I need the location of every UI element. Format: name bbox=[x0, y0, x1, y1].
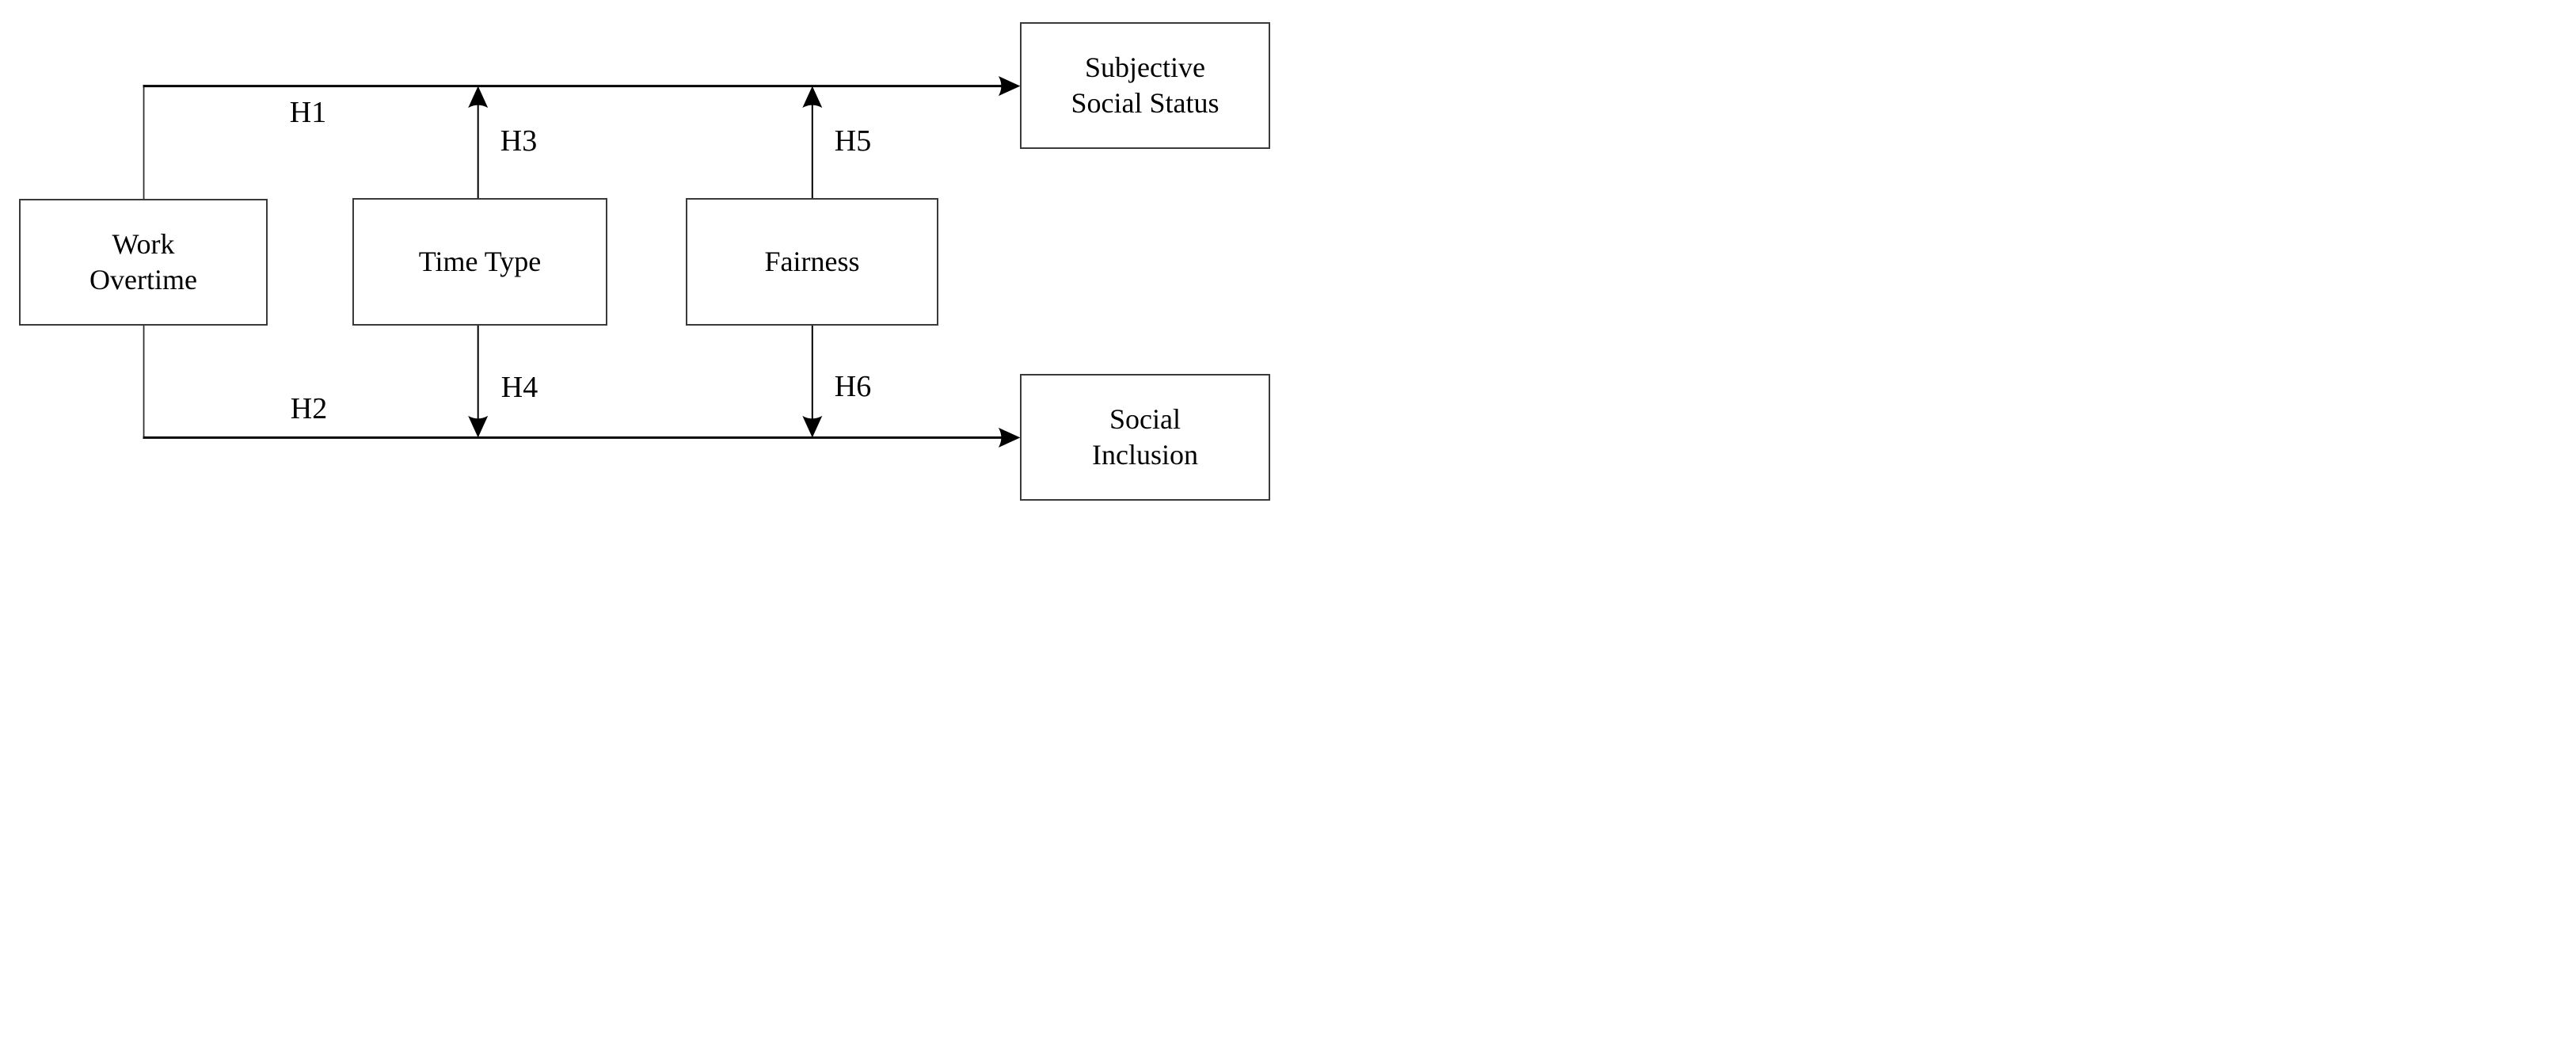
edge-label-h4: H4 bbox=[500, 371, 538, 404]
node-label-line: Work bbox=[112, 227, 175, 260]
edge-h6-arrowhead bbox=[802, 415, 823, 438]
node-subjective-social-status: Subjective Social Status bbox=[1020, 22, 1270, 149]
hypothesis-path-diagram: Work Overtime Time Type Fairness Subject… bbox=[0, 0, 1288, 519]
edge-h5-arrowhead bbox=[802, 86, 823, 109]
connector-layer bbox=[143, 76, 1021, 448]
node-label-line: Inclusion bbox=[1092, 439, 1198, 471]
node-label-line: Time Type bbox=[418, 245, 542, 277]
node-work-overtime: Work Overtime bbox=[19, 199, 268, 326]
edge-label-h6: H6 bbox=[834, 370, 872, 403]
edge-h2-arrowhead bbox=[998, 427, 1021, 448]
node-label-line: Subjective bbox=[1085, 51, 1205, 83]
node-label-line: Overtime bbox=[89, 264, 197, 295]
node-social-inclusion: Social Inclusion bbox=[1020, 374, 1270, 501]
edge-label-h5: H5 bbox=[834, 124, 872, 158]
node-label-line: Fairness bbox=[764, 245, 860, 277]
node-fairness: Fairness bbox=[686, 198, 938, 326]
node-label-line: Social bbox=[1109, 402, 1181, 435]
edge-h4-arrowhead bbox=[468, 415, 489, 438]
edge-label-h3: H3 bbox=[500, 124, 538, 158]
node-time-type: Time Type bbox=[352, 198, 607, 326]
edge-h1-arrowhead bbox=[998, 76, 1021, 97]
edge-h3-arrowhead bbox=[468, 86, 489, 109]
edge-label-h2: H2 bbox=[290, 392, 328, 425]
node-label-line: Social Status bbox=[1071, 87, 1220, 119]
edge-label-h1: H1 bbox=[289, 96, 327, 129]
